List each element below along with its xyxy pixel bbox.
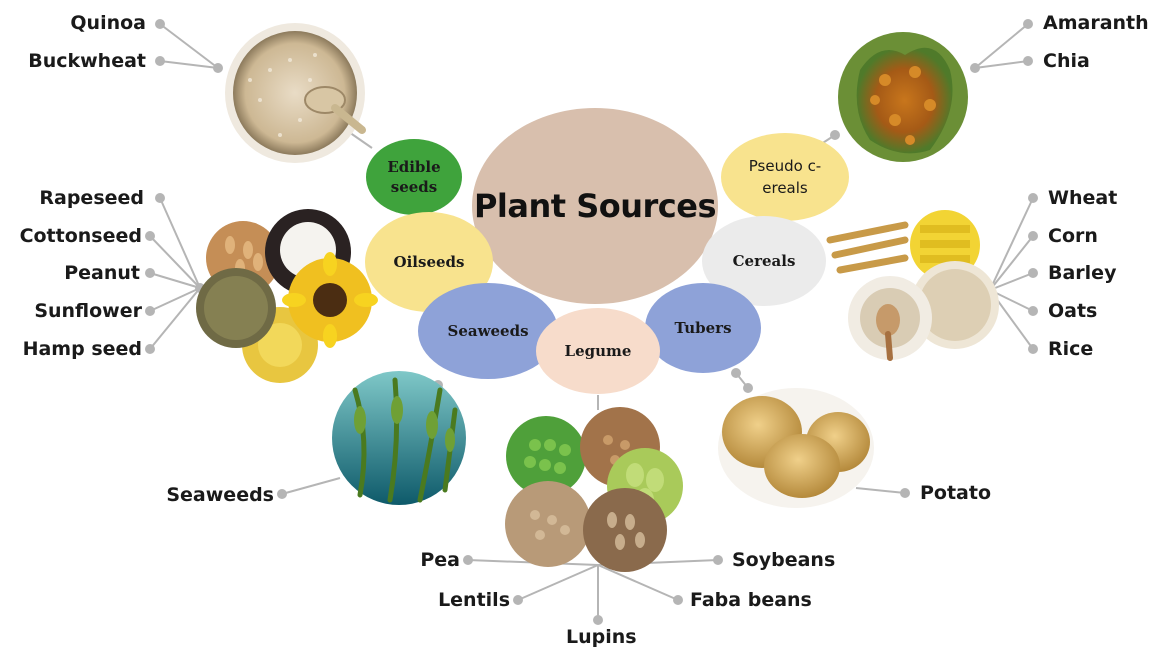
category-label-edible-seeds: Edible seeds [383,157,445,197]
label-amaranth: Amaranth [1043,12,1149,34]
category-label-tubers: Tubers [674,319,731,337]
amaranth-plant-image [838,32,968,162]
label-soybeans: Soybeans [732,549,835,571]
label-buckwheat: Buckwheat [10,50,146,72]
legume-collage-image [505,407,683,572]
category-bubble-pseudo-cereals: Pseudo c-ereals [721,133,849,221]
category-label-seaweeds: Seaweeds [447,322,528,340]
label-rice: Rice [1048,338,1093,360]
category-bubble-legume: Legume [536,308,660,394]
category-label-oilseeds: Oilseeds [394,253,465,271]
category-label-pseudo-cereals: Pseudo c-ereals [748,155,822,199]
label-wheat: Wheat [1048,187,1117,209]
category-bubble-tubers: Tubers [645,283,761,373]
label-potato: Potato [920,482,991,504]
label-lupins: Lupins [566,626,637,648]
cereals-collage-image [830,210,999,360]
label-rapeseed: Rapeseed [10,187,144,209]
category-label-legume: Legume [565,342,632,360]
label-seaweeds: Seaweeds [140,484,274,506]
label-chia: Chia [1043,50,1090,72]
label-sunflower: Sunflower [4,300,142,322]
potatoes-image [718,388,874,508]
label-lentils: Lentils [400,589,510,611]
label-cottonseed: Cottonseed [4,225,142,247]
label-corn: Corn [1048,225,1098,247]
category-label-cereals: Cereals [733,252,796,270]
seaweed-underwater-image [332,371,466,505]
label-oats: Oats [1048,300,1097,322]
label-hamp-seed: Hamp seed [4,338,142,360]
label-quinoa: Quinoa [40,12,146,34]
diagram-title: Plant Sources [474,187,716,225]
label-peanut: Peanut [20,262,140,284]
label-pea: Pea [380,549,460,571]
category-bubble-edible-seeds: Edible seeds [366,139,462,215]
center-bubble: Plant Sources [472,108,718,304]
label-barley: Barley [1048,262,1116,284]
quinoa-jar-image [225,23,365,163]
oilseeds-collage-image [196,209,378,383]
category-bubble-seaweeds: Seaweeds [418,283,558,379]
label-faba-beans: Faba beans [690,589,812,611]
